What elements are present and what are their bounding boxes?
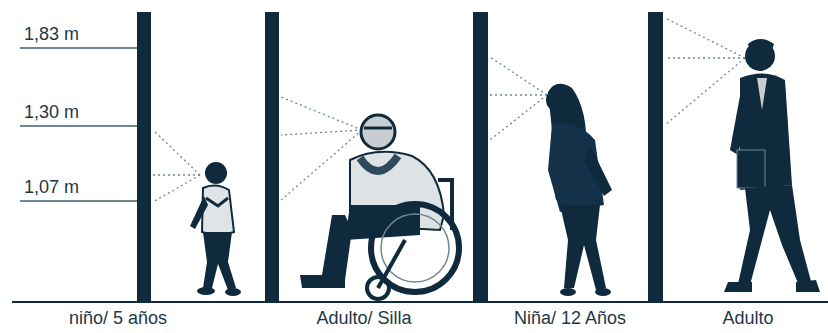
height-label: 1,83 m (24, 24, 79, 45)
wall-bars (137, 12, 663, 302)
ground-line (12, 301, 828, 303)
height-label: 1,30 m (24, 102, 79, 123)
height-label: 1,07 m (24, 177, 79, 198)
girl-figure (546, 84, 612, 296)
wheelchair-figure (300, 115, 459, 299)
figure-caption: Niña/ 12 Años (514, 308, 626, 329)
child-figure (190, 162, 241, 296)
figure-caption: Adulto/ Silla (316, 308, 411, 329)
figure-caption: niño/ 5 años (69, 308, 167, 329)
figure-caption: Adulto (722, 308, 773, 329)
sight-lines (153, 18, 745, 202)
height-lines (20, 48, 137, 201)
adult-figure (724, 39, 820, 292)
